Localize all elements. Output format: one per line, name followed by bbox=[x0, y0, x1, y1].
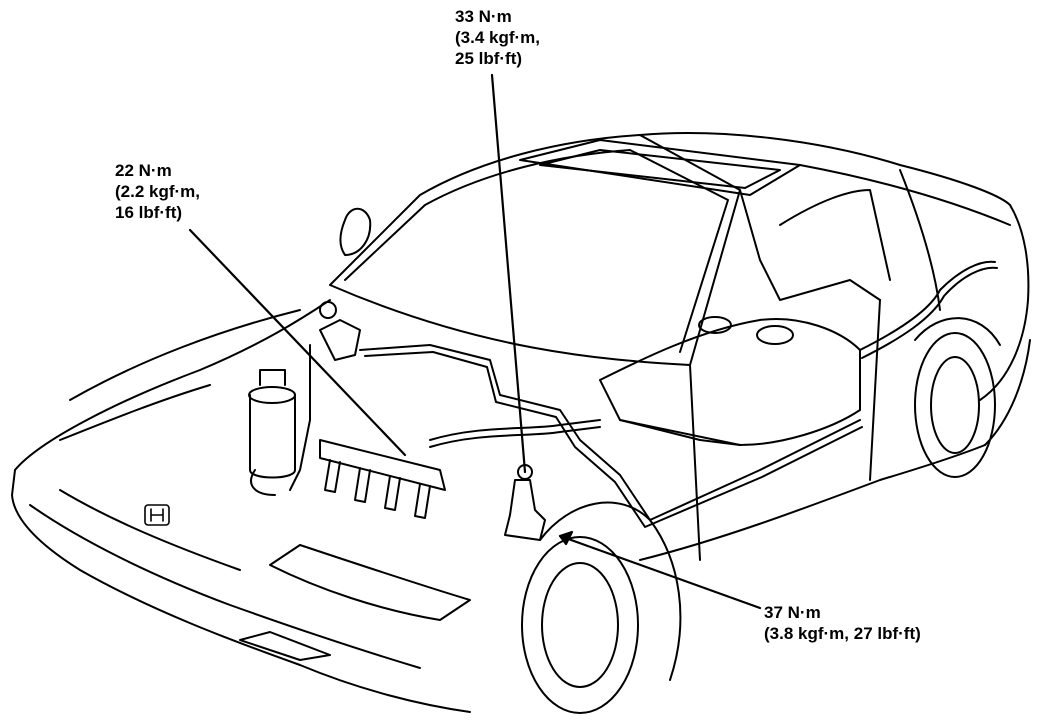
torque-callout-fuel-filter: 37 N·m (3.8 kgf·m, 27 lbf·ft) bbox=[764, 602, 921, 644]
torque-value-lbf: 16 lbf·ft) bbox=[115, 203, 183, 222]
torque-value-lbf: 25 lbf·ft) bbox=[455, 49, 523, 68]
car-body-outline bbox=[11, 132, 1031, 713]
wheels bbox=[521, 317, 1001, 714]
engine-components bbox=[248, 301, 546, 541]
torque-value-kgf-lbf: (3.8 kgf·m, 27 lbf·ft) bbox=[764, 624, 921, 643]
torque-value-kgf: (2.2 kgf·m, bbox=[115, 182, 201, 201]
leader-line-regulator bbox=[490, 73, 527, 474]
honda-emblem bbox=[144, 504, 170, 526]
torque-value: 33 N·m bbox=[455, 7, 512, 26]
torque-value: 22 N·m bbox=[115, 161, 172, 180]
callout-leader-lines bbox=[188, 73, 762, 610]
torque-value: 37 N·m bbox=[764, 603, 821, 622]
torque-callout-regulator: 33 N·m (3.4 kgf·m, 25 lbf·ft) bbox=[455, 6, 540, 69]
leader-line-filter bbox=[558, 534, 762, 610]
torque-callout-fuel-rail: 22 N·m (2.2 kgf·m, 16 lbf·ft) bbox=[115, 160, 200, 223]
torque-value-kgf: (3.4 kgf·m, bbox=[455, 28, 541, 47]
fuel-tank bbox=[599, 316, 861, 446]
fuel-lines bbox=[289, 260, 998, 528]
leader-line-fuel-rail bbox=[188, 228, 407, 457]
